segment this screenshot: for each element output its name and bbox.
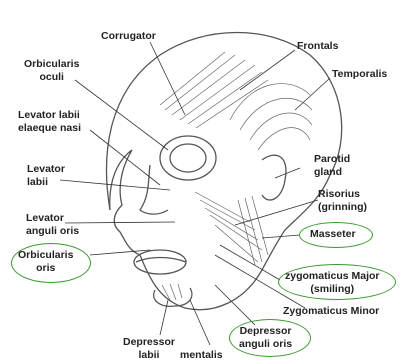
label-temporalis: Temporalis xyxy=(332,68,387,81)
label-zygomaticus-major: zygomaticus Major(smiling) xyxy=(285,270,380,296)
label-corrugator: Corrugator xyxy=(101,30,156,43)
label-masseter: Masseter xyxy=(310,228,356,241)
label-mentalis: mentalis xyxy=(180,349,223,362)
label-frontalis: Frontals xyxy=(297,40,338,53)
leader-lines xyxy=(60,42,330,345)
muscle-fibers xyxy=(160,52,312,300)
label-risorius: Risorius(grinning) xyxy=(318,188,367,214)
label-zygomaticus-minor: Zygomaticus Minor xyxy=(283,305,379,318)
